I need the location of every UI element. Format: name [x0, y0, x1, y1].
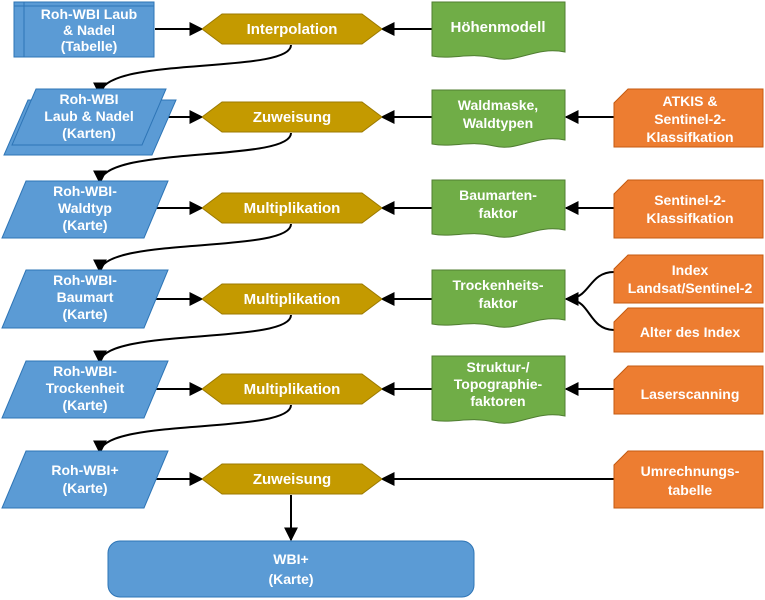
roh-wbi-waldtyp-node: Roh-WBI- Waldtyp (Karte)	[1, 180, 169, 239]
node-label-line: (Tabelle)	[61, 38, 118, 54]
node-label-line: Roh-WBI-	[53, 272, 117, 288]
node-label-line: faktor	[479, 295, 518, 311]
atkis-node: ATKIS & Sentinel-2- Klassifkation	[613, 88, 764, 148]
node-label-line: Trockenheits-	[452, 277, 543, 293]
node-label-line: Waldtyp	[58, 200, 112, 216]
multiplikation-3-node: Multiplikation	[201, 373, 383, 405]
operation-label: Zuweisung	[253, 109, 331, 126]
edge-alter-brace	[571, 299, 615, 331]
node-label-line: Waldmaske,	[458, 97, 538, 113]
multiplikation-1-node: Multiplikation	[201, 192, 383, 224]
umrechnung-node: Umrechnungs- tabelle	[613, 450, 764, 509]
operation-label: Multiplikation	[244, 291, 341, 308]
edge-index-brace	[571, 271, 615, 299]
multiplikation-2-node: Multiplikation	[201, 283, 383, 315]
roh-wbi-plus-node: Roh-WBI+ (Karte)	[1, 450, 169, 509]
node-label-line: Roh-WBI-	[53, 363, 117, 379]
node-label-line: Roh-WBI Laub	[41, 6, 137, 22]
blue-inputs: Roh-WBI Laub & Nadel (Tabelle) Roh-WBI L…	[1, 1, 177, 509]
node-label-line: WBI+	[273, 551, 308, 567]
node-label-line: Klassifkation	[646, 129, 733, 145]
wbi-plus-karte-node: WBI+ (Karte)	[107, 540, 475, 598]
operation-label: Zuweisung	[253, 471, 331, 488]
node-label-line: Umrechnungs-	[641, 463, 740, 479]
roh-wbi-laub-nadel-tabelle-node: Roh-WBI Laub & Nadel (Tabelle)	[13, 1, 155, 58]
roh-wbi-trockenheit-node: Roh-WBI- Trockenheit (Karte)	[1, 360, 169, 419]
hoehenmodell-node: Höhenmodell	[431, 1, 566, 60]
zuweisung-1-node: Zuweisung	[201, 101, 383, 133]
node-label-line: ATKIS &	[663, 93, 718, 109]
node-label-line: Klassifkation	[646, 210, 733, 226]
edge-multiplikation2-to-trockenheit	[93, 314, 292, 365]
orange-sources: ATKIS & Sentinel-2- Klassifkation Sentin…	[613, 88, 764, 509]
operation-label: Multiplikation	[244, 200, 341, 217]
node-label-line: Roh-WBI	[59, 91, 118, 107]
node-label-line: Baumarten-	[459, 187, 537, 203]
waldmaske-node: Waldmaske, Waldtypen	[431, 89, 566, 148]
alter-index-node: Alter des Index	[613, 307, 764, 353]
node-label-line: Waldtypen	[463, 115, 533, 131]
node-label-line: Struktur-/	[467, 359, 530, 375]
node-label-line: Alter des Index	[640, 324, 741, 340]
node-label-line: Roh-WBI+	[51, 462, 118, 478]
laserscanning-node: Laserscanning	[613, 365, 764, 415]
operations: Interpolation Zuweisung Multiplikation M…	[201, 13, 383, 495]
node-label-line: Index	[672, 262, 709, 278]
struktur-node: Struktur-/ Topographie- faktoren	[431, 355, 566, 424]
node-label-line: tabelle	[668, 482, 713, 498]
node-label-line: (Karte)	[268, 571, 313, 587]
sentinel-klass-node: Sentinel-2- Klassifkation	[613, 179, 764, 239]
node-label-line: Sentinel-2-	[654, 192, 726, 208]
trockenheitsfaktor-node: Trockenheits- faktor	[431, 269, 566, 328]
node-label-line: Laserscanning	[641, 386, 740, 402]
green-data: Höhenmodell Waldmaske, Waldtypen Baumart…	[431, 1, 566, 424]
edge-multiplikation3-to-wbiplus	[93, 404, 292, 455]
node-label-line: Höhenmodell	[450, 19, 545, 36]
node-label-line: Baumart	[57, 289, 114, 305]
node-label-line: (Karte)	[62, 217, 107, 233]
index-landsat-node: Index Landsat/Sentinel-2	[613, 254, 764, 304]
node-label-line: Landsat/Sentinel-2	[628, 280, 753, 296]
node-label-line: Laub & Nadel	[44, 108, 133, 124]
node-label-line: (Karte)	[62, 397, 107, 413]
edge-multiplikation1-to-baumart	[93, 223, 292, 274]
edge-interpolation-to-karten	[93, 44, 292, 97]
baumartenfaktor-node: Baumarten- faktor	[431, 179, 566, 238]
zuweisung-2-node: Zuweisung	[201, 463, 383, 495]
node-label-line: (Karte)	[62, 480, 107, 496]
roh-wbi-baumart-node: Roh-WBI- Baumart (Karte)	[1, 269, 169, 329]
node-label-line: Trockenheit	[46, 380, 125, 396]
node-label-line: faktoren	[470, 393, 525, 409]
node-label-line: (Karten)	[62, 125, 116, 141]
edge-zuweisung-to-waldtyp	[93, 132, 292, 185]
node-label-line: (Karte)	[62, 306, 107, 322]
node-label-line: Roh-WBI-	[53, 183, 117, 199]
interpolation-node: Interpolation	[201, 13, 383, 45]
edges	[93, 22, 615, 542]
roh-wbi-laub-nadel-karten-node: Roh-WBI Laub & Nadel (Karten)	[3, 88, 177, 156]
operation-label: Interpolation	[247, 21, 338, 38]
node-label-line: & Nadel	[63, 22, 115, 38]
node-label-line: Sentinel-2-	[654, 111, 726, 127]
node-label-line: Topographie-	[454, 376, 543, 392]
operation-label: Multiplikation	[244, 381, 341, 398]
node-label-line: faktor	[479, 205, 518, 221]
